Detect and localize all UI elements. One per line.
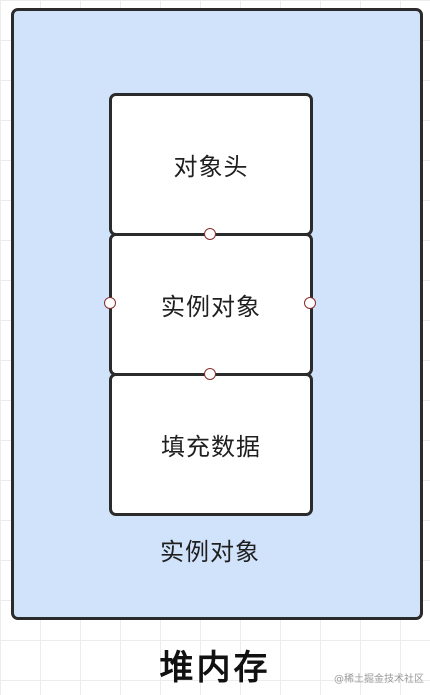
instance-data-label: 实例对象 xyxy=(161,293,261,321)
group-caption: 实例对象 xyxy=(160,538,260,566)
padding-data-block[interactable]: 填充数据 xyxy=(109,373,313,516)
diagram-title: 堆内存 xyxy=(159,648,271,688)
object-header-block[interactable]: 对象头 xyxy=(109,93,313,236)
connection-handle-left[interactable] xyxy=(104,297,116,309)
connection-handle-top[interactable] xyxy=(204,228,216,240)
instance-data-block[interactable]: 实例对象 xyxy=(109,233,313,376)
watermark: @稀土掘金技术社区 xyxy=(334,674,424,685)
padding-data-label: 填充数据 xyxy=(161,433,261,461)
connection-handle-right[interactable] xyxy=(304,297,316,309)
object-header-label: 对象头 xyxy=(173,153,249,181)
connection-handle-bottom[interactable] xyxy=(204,368,216,380)
